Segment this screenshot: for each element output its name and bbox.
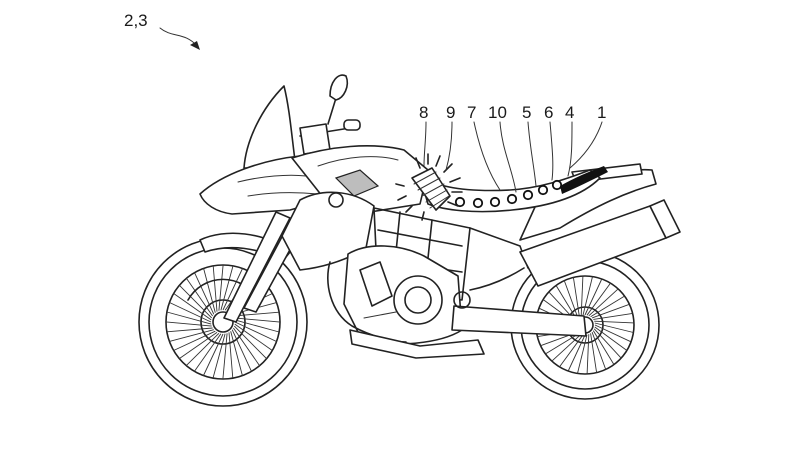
wheel-spoke — [179, 332, 218, 359]
exhaust — [469, 199, 681, 291]
seat-strip — [560, 166, 608, 194]
wheel-spoke — [586, 282, 611, 316]
reference-label: 2,3 — [124, 11, 148, 30]
wheel-spoke — [591, 303, 630, 319]
wheel-spoke — [592, 330, 615, 365]
hatched-zone — [411, 167, 451, 211]
wheel-spoke — [234, 319, 280, 333]
wheel-spoke — [231, 329, 252, 372]
wheel-spoke — [194, 333, 222, 372]
wheel-spoke — [594, 322, 634, 333]
mirror — [327, 74, 349, 125]
wheel-spoke — [234, 323, 273, 351]
windscreen — [243, 85, 297, 169]
wheel-spoke — [591, 331, 607, 370]
wheel-spoke — [222, 333, 228, 380]
wheel-spoke — [594, 326, 628, 351]
wheel-spoke — [218, 264, 224, 311]
swingarm — [451, 305, 587, 337]
wheel-spoke — [185, 332, 220, 366]
wheel-spoke — [559, 334, 584, 368]
wheel-spoke — [590, 333, 598, 373]
wheel-spoke — [165, 321, 212, 327]
wheel-spoke — [179, 284, 213, 319]
engine — [343, 245, 463, 345]
callout-4: 4 — [565, 103, 574, 122]
wheel-spoke — [545, 332, 580, 355]
wheel-spoke — [594, 320, 635, 324]
seat-heating-dots — [454, 179, 563, 209]
wheel-spoke — [203, 333, 224, 376]
wheel-spoke — [572, 277, 580, 317]
wheel-spoke — [166, 311, 212, 325]
wheel-spoke — [233, 327, 260, 366]
wheel-spoke — [220, 265, 234, 311]
wheel-spoke — [186, 278, 213, 317]
wheel-spoke — [166, 327, 213, 333]
wheel-spoke — [222, 268, 243, 311]
wheel-spoke — [233, 311, 280, 317]
wheel-spoke — [567, 334, 586, 372]
wheel-spoke — [194, 272, 215, 315]
wheel-spoke — [582, 276, 593, 316]
callout-6: 6 — [544, 103, 553, 122]
wheel-spoke — [555, 285, 578, 320]
wheel-spoke — [230, 331, 243, 376]
callout-9: 9 — [446, 103, 455, 122]
wheel-spoke — [233, 325, 267, 360]
radiating-lines — [395, 153, 463, 221]
skid-plate — [349, 329, 485, 359]
handlebar — [299, 119, 361, 155]
wheel-spoke — [563, 280, 579, 319]
reference-arrowhead — [190, 41, 200, 50]
wheel-spoke — [580, 275, 584, 316]
callout-10: 10 — [488, 103, 507, 122]
wheel-spoke — [593, 328, 622, 359]
callout-8: 8 — [419, 103, 428, 122]
wheel-spoke — [577, 334, 588, 374]
wheel-spoke — [169, 302, 212, 323]
wheel-spoke — [593, 312, 633, 320]
wheel-spoke — [586, 334, 590, 375]
wheel-spoke — [594, 324, 632, 343]
wheel-spoke — [173, 293, 212, 321]
wheel-spoke — [590, 295, 625, 318]
wheel-spoke — [588, 288, 619, 317]
callout-1: 1 — [597, 103, 606, 122]
callout-7: 7 — [467, 103, 476, 122]
wheel-spoke — [169, 329, 214, 342]
callout-5: 5 — [522, 103, 531, 122]
wheel-spoke — [212, 333, 226, 379]
wheel-spoke — [228, 332, 234, 379]
leader-lines — [423, 121, 603, 193]
wheel-spoke — [551, 333, 582, 362]
reference-arrow — [159, 27, 198, 47]
wheel-spoke — [173, 330, 216, 351]
wheel-spoke — [212, 265, 218, 312]
wheel-spoke — [584, 278, 603, 316]
wheel-spoke — [203, 268, 216, 313]
wheel-spoke — [234, 317, 281, 323]
wheel-spoke — [234, 321, 277, 342]
